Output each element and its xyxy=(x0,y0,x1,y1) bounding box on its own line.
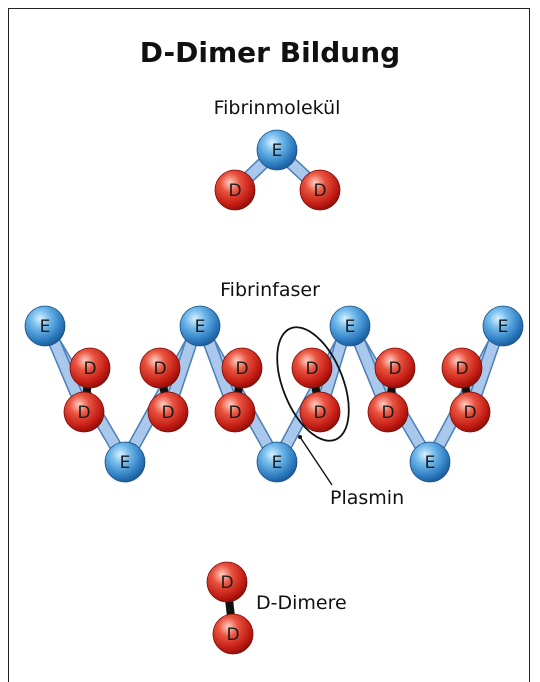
d-domain-letter: D xyxy=(313,181,326,201)
e-domain-letter: E xyxy=(120,453,131,473)
d-domain-letter: D xyxy=(388,359,401,379)
plasmin-cleavage-ellipse xyxy=(276,326,350,442)
d-domain-letter: D xyxy=(381,403,394,423)
e-domain-sphere xyxy=(179,305,221,347)
d-dimer-upper-domain: D xyxy=(206,561,248,603)
d-domain-sphere xyxy=(221,347,263,389)
d-domain-sphere xyxy=(212,613,254,655)
e-domain-sphere xyxy=(409,441,451,483)
fiber-d-domain-upper: D xyxy=(69,347,111,389)
label-fibrin-molecule: Fibrinmolekül xyxy=(214,97,341,119)
d-domain-letter: D xyxy=(228,181,241,201)
fiber-e-domain-top: E xyxy=(179,305,221,347)
fiber-e-domain-bottom: E xyxy=(256,441,298,483)
e-domain-sphere xyxy=(329,305,371,347)
d-domain-letter: D xyxy=(77,403,90,423)
fiber-d-domain-lower: D xyxy=(449,391,491,433)
d-domain-letter: D xyxy=(463,403,476,423)
d-domain-sphere xyxy=(441,347,483,389)
d-domain-letter: D xyxy=(235,359,248,379)
fiber-e-domain-bottom: E xyxy=(104,441,146,483)
fiber-d-domain-upper: D xyxy=(441,347,483,389)
e-domain-letter: E xyxy=(195,317,206,337)
molecule-d-domain-right: D xyxy=(299,169,341,211)
plasmin-pointer-line xyxy=(299,436,333,486)
molecule-d-domain-left: D xyxy=(214,169,256,211)
d-domain-sphere xyxy=(206,561,248,603)
molecule-e-domain: E xyxy=(256,129,298,171)
d-domain-sphere xyxy=(449,391,491,433)
fiber-d-domain-upper: D xyxy=(291,347,333,389)
diagram-title: D-Dimer Bildung xyxy=(140,36,400,69)
d-domain-letter: D xyxy=(455,359,468,379)
fiber-e-domain-top: E xyxy=(482,305,524,347)
fiber-d-domain-upper: D xyxy=(221,347,263,389)
domain-layer: E D D D D D D D D D D D D D D E E E E E E E D D xyxy=(24,129,524,655)
d-domain-sphere xyxy=(374,347,416,389)
e-domain-letter: E xyxy=(345,317,356,337)
d-domain-letter: D xyxy=(305,359,318,379)
d-domain-sphere xyxy=(299,169,341,211)
fiber-d-domain-lower: D xyxy=(299,391,341,433)
d-domain-letter: D xyxy=(161,403,174,423)
fiber-e-domain-bottom: E xyxy=(409,441,451,483)
fiber-d-domain-lower: D xyxy=(367,391,409,433)
e-domain-letter: E xyxy=(272,141,283,161)
e-domain-letter: E xyxy=(40,317,51,337)
d-domain-letter: D xyxy=(220,573,233,593)
d-domain-sphere xyxy=(139,347,181,389)
e-domain-sphere xyxy=(24,305,66,347)
d-domain-sphere xyxy=(214,391,256,433)
e-domain-sphere xyxy=(482,305,524,347)
fiber-d-domain-lower: D xyxy=(63,391,105,433)
diagram-frame xyxy=(8,8,530,682)
d-domain-letter: D xyxy=(153,359,166,379)
fiber-d-domain-upper: D xyxy=(139,347,181,389)
d-domain-sphere xyxy=(69,347,111,389)
label-fibrin-fiber: Fibrinfaser xyxy=(220,279,320,301)
d-domain-sphere xyxy=(299,391,341,433)
d-domain-letter: D xyxy=(228,403,241,423)
fiber-e-domain-top: E xyxy=(329,305,371,347)
d-domain-sphere xyxy=(147,391,189,433)
d-domain-letter: D xyxy=(83,359,96,379)
plasmin-pointer-dot xyxy=(298,435,302,439)
label-d-dimer: D-Dimere xyxy=(256,592,347,614)
link-layer xyxy=(38,143,510,638)
d-domain-sphere xyxy=(291,347,333,389)
d-domain-sphere xyxy=(367,391,409,433)
d-domain-letter: D xyxy=(226,625,239,645)
d-domain-letter: D xyxy=(313,403,326,423)
e-domain-letter: E xyxy=(425,453,436,473)
e-domain-sphere xyxy=(256,441,298,483)
e-domain-sphere xyxy=(104,441,146,483)
label-plasmin: Plasmin xyxy=(330,487,404,509)
e-domain-sphere xyxy=(256,129,298,171)
fiber-d-domain-upper: D xyxy=(374,347,416,389)
fiber-d-domain-lower: D xyxy=(214,391,256,433)
e-domain-letter: E xyxy=(272,453,283,473)
fiber-d-domain-lower: D xyxy=(147,391,189,433)
fiber-e-domain-top: E xyxy=(24,305,66,347)
e-domain-letter: E xyxy=(498,317,509,337)
d-domain-sphere xyxy=(214,169,256,211)
d-domain-sphere xyxy=(63,391,105,433)
d-dimer-lower-domain: D xyxy=(212,613,254,655)
